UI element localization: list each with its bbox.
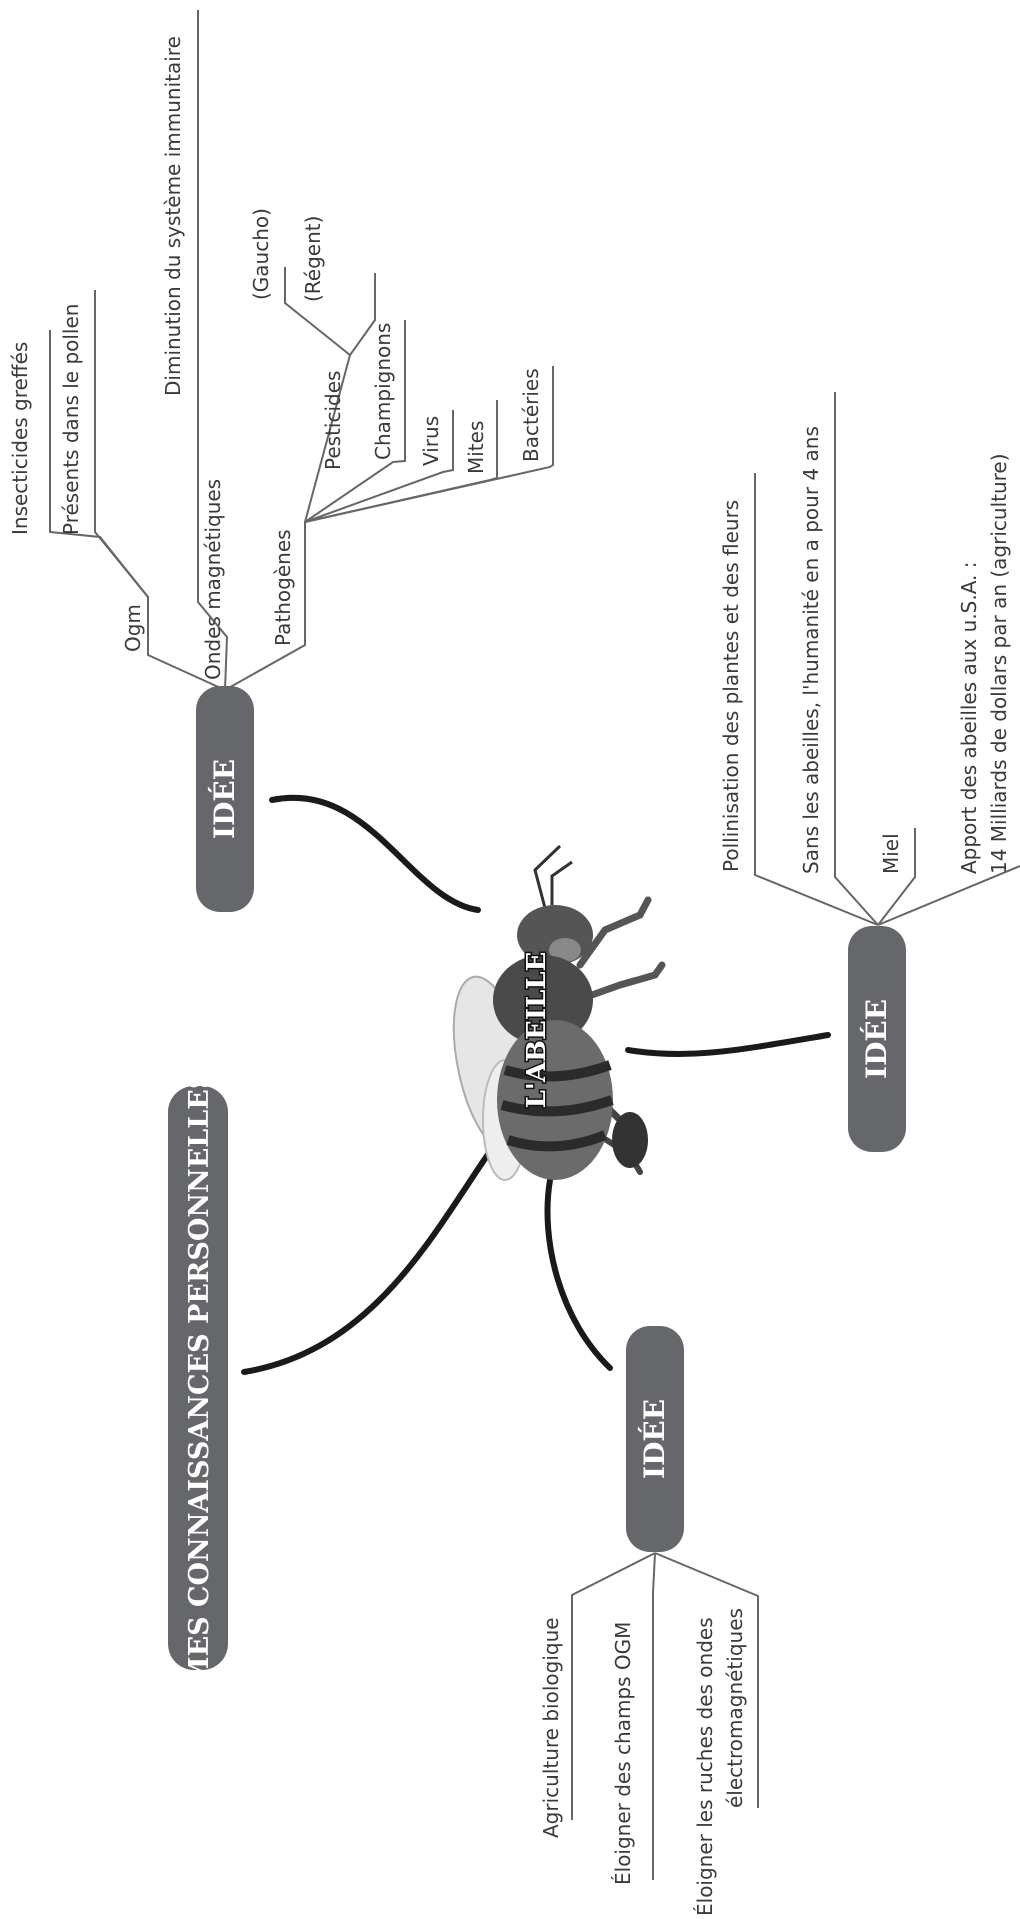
cause-pollen: Présents dans le pollen xyxy=(59,304,83,535)
solutions-pill xyxy=(626,1326,684,1552)
link-solutions xyxy=(544,1177,613,1371)
solutions-pill-label: IDÉE xyxy=(638,1399,671,1479)
cause-insecticides: Insecticides greffés xyxy=(8,342,32,535)
center-title: L'ABEILLE xyxy=(522,952,552,1109)
bee-illustration xyxy=(452,844,666,1181)
cause-pesticides: Pesticides xyxy=(321,371,345,470)
cause-mites: Mites xyxy=(464,421,488,474)
causes-pill-label: IDÉE xyxy=(208,759,241,839)
heading-group: MES CONNAISSANCES PERSONNELLES xyxy=(168,1070,228,1687)
solution-agriculture: Agriculture biologique xyxy=(539,1617,563,1838)
role-pollinisation: Pollinisation des plantes et des fleurs xyxy=(719,500,743,872)
cause-champignons: Champignons xyxy=(371,323,395,460)
link-heading xyxy=(241,1137,501,1375)
cause-ogm: Ogm xyxy=(121,604,145,652)
link-causes xyxy=(269,794,481,913)
cause-gaucho: (Gaucho) xyxy=(249,208,273,300)
cause-pathogenes: Pathogènes xyxy=(271,529,295,646)
roles-pill-label: IDÉE xyxy=(860,999,893,1079)
role-miel: Miel xyxy=(879,833,903,874)
heading-pill xyxy=(168,1086,228,1670)
cause-ondes: Ondes magnétiques xyxy=(201,479,225,680)
solution-eloigner-ruches-line2: électromagnétiques xyxy=(723,1608,747,1808)
solution-eloigner-ruches-line1: Éloigner les ruches des ondes xyxy=(693,1617,717,1916)
role-apport-line2: 14 Milliards de dollars par an (agricult… xyxy=(987,453,1011,874)
cause-bacteries: Bactéries xyxy=(519,368,543,462)
cause-regent: (Régent) xyxy=(301,216,325,302)
role-sans-abeilles: Sans les abeilles, l'humanité en a pour … xyxy=(799,426,823,874)
link-roles xyxy=(625,1032,831,1058)
solutions-branch: IDÉE Agriculture biologique Éloigner des… xyxy=(539,1326,759,1916)
causes-branch: IDÉE Ogm Insecticides greffés Présents d… xyxy=(8,10,554,912)
roles-pill xyxy=(848,926,906,1152)
causes-pill xyxy=(196,686,254,912)
heading-label: MES CONNAISSANCES PERSONNELLES xyxy=(184,1070,215,1687)
roles-branch: IDÉE Pollinisation des plantes et des fl… xyxy=(719,392,1020,1152)
role-apport-line1: Apport des abeilles aux u.S.A. : xyxy=(957,561,981,874)
cause-virus: Virus xyxy=(419,416,443,466)
cause-immunite: Diminution du système immunitaire xyxy=(161,36,185,396)
solution-eloigner-champs: Éloigner des champs OGM xyxy=(611,1622,635,1885)
